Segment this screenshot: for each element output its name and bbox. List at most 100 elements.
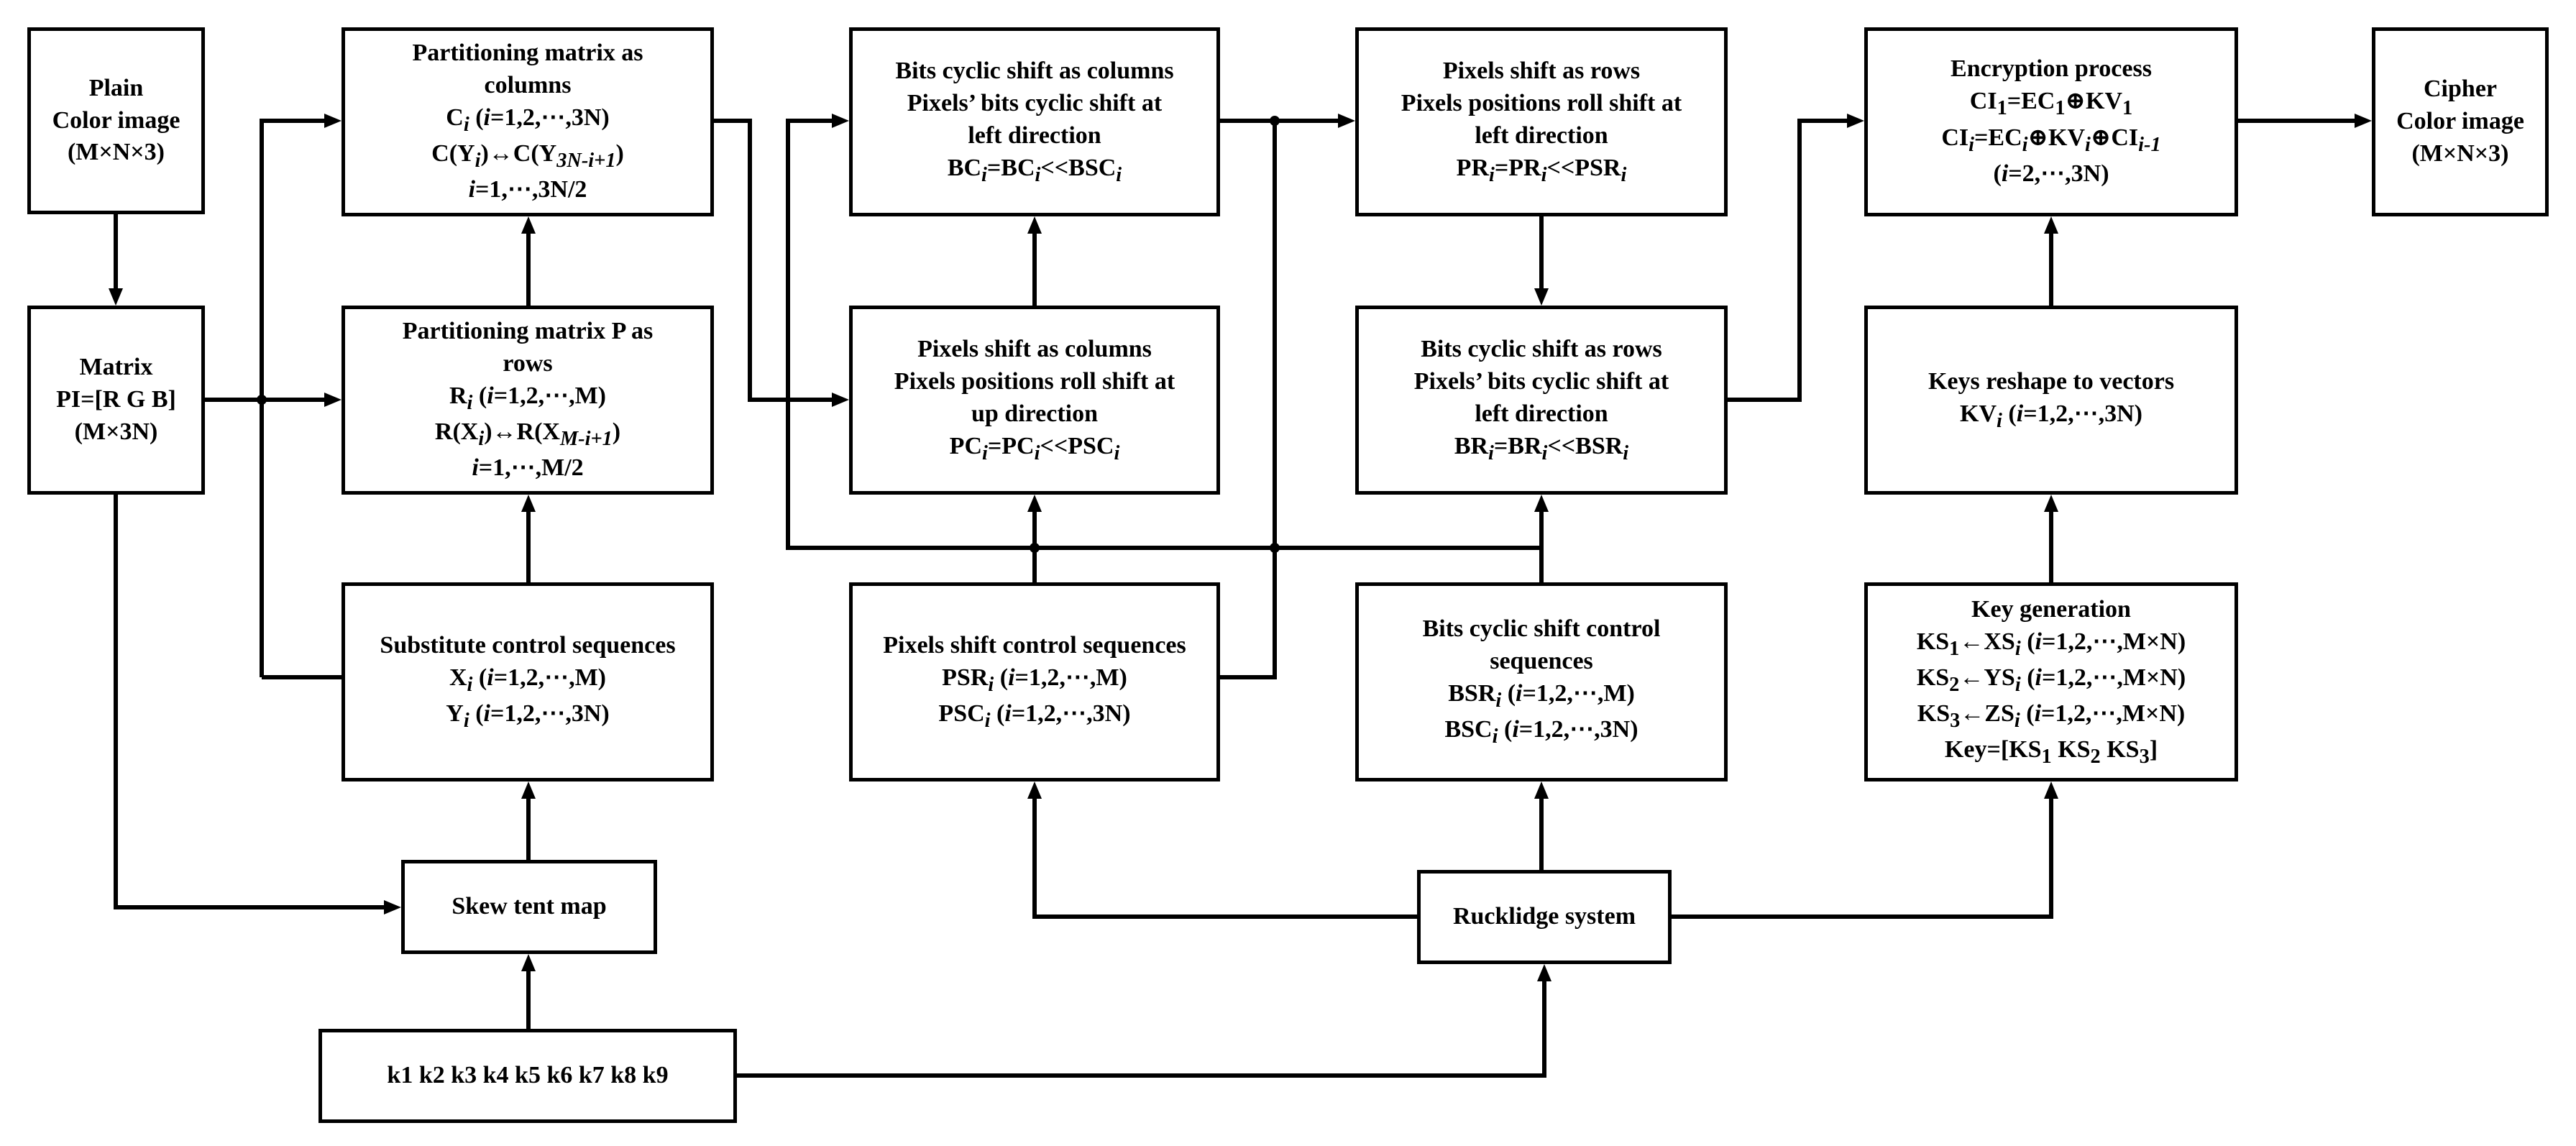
bits-shift-rows-line-4: BRi=BRi<<BSRi — [1454, 432, 1629, 464]
pixels-shift-columns-box: Pixels shift as columns Pixels positions… — [849, 306, 1220, 495]
arrowhead-42 — [2044, 495, 2058, 512]
arrowhead-30 — [832, 114, 849, 128]
partition-rows-line-1: Partitioning matrix P as — [402, 318, 654, 344]
arrowhead-27 — [1338, 114, 1355, 128]
partition-rows-line-4: R(Xi)↔R(XM-i+1) — [434, 418, 621, 450]
arrowhead-40 — [2355, 114, 2372, 128]
pixels-shift-control-line-3: PSCi (i=1,2,⋯,3N) — [938, 700, 1131, 732]
connector-line-9 — [114, 495, 385, 909]
partition-rows-line-3: Ri (i=1,2,⋯,M) — [449, 382, 606, 414]
plain-image-line-2: Color image — [52, 106, 180, 134]
skew-tent-map-label: Skew tent map — [452, 893, 607, 920]
arrowhead-22 — [1027, 216, 1042, 234]
arrowhead-34 — [1534, 288, 1549, 306]
arrowhead-44 — [2044, 216, 2058, 234]
junction-dot-32 — [1270, 543, 1280, 553]
bits-shift-control-line-4: BSCi (i=1,2,⋯,3N) — [1444, 716, 1638, 748]
connector-line-47 — [1032, 798, 1417, 919]
connector-line-45 — [737, 981, 1546, 1078]
junction-dot-31 — [1030, 543, 1040, 553]
connector-line-51 — [1672, 798, 2053, 919]
arrowhead-16 — [521, 495, 536, 512]
junction-dot-8 — [257, 395, 267, 405]
arrowhead-36 — [1534, 495, 1549, 512]
arrowhead-50 — [1534, 781, 1549, 799]
arrowhead-52 — [2044, 781, 2058, 799]
pixels-shift-rows-line-2: Pixels positions roll shift at — [1401, 89, 1682, 116]
plain-image-line-3: (M×N×3) — [67, 139, 165, 166]
encryption-line-2: CI1=EC1⊕KV1 — [1969, 88, 2133, 120]
partition-columns-line-2: columns — [484, 71, 572, 98]
arrowhead-38 — [1847, 114, 1864, 128]
pixels-shift-rows-line-3: left direction — [1475, 122, 1608, 149]
skew-tent-map-box: Skew tent map — [401, 860, 657, 954]
matrix-line-1: Matrix — [79, 354, 153, 381]
arrowhead-2 — [109, 288, 123, 306]
bits-shift-rows-box: Bits cyclic shift as rows Pixels’ bits c… — [1355, 306, 1728, 495]
pixels-shift-columns-line-2: Pixels positions roll shift at — [894, 367, 1175, 395]
matrix-line-2: PI=[R G B] — [56, 386, 176, 413]
connector-line-37 — [1728, 119, 1848, 402]
partition-columns-line-1: Partitioning matrix as — [412, 40, 643, 66]
connector-line-19 — [714, 119, 833, 402]
plain-image-box: Plain Color image (M×N×3) — [27, 27, 205, 214]
keys-label: k1 k2 k3 k4 k5 k6 k7 k8 k9 — [387, 1062, 669, 1089]
plain-image-line-1: Plain — [88, 74, 144, 101]
bits-shift-control-line-1: Bits cyclic shift control — [1422, 615, 1661, 643]
cipher-image-line-3: (M×N×3) — [2411, 139, 2509, 167]
arrowhead-6 — [324, 114, 342, 128]
bits-shift-control-line-2: sequences — [1490, 648, 1593, 675]
pixels-shift-rows-line-4: PRi=PRi<<PSRi — [1456, 154, 1627, 186]
pixels-shift-control-box: Pixels shift control sequences PSRi (i=1… — [849, 582, 1220, 781]
key-generation-line-5: Key=[KS1 KS2 KS3] — [1944, 736, 2158, 768]
arrowhead-24 — [1027, 495, 1042, 512]
encryption-line-3: CIi=ECi⊕KVi⊕CIi-1 — [1941, 124, 2161, 156]
partition-columns-line-3: Ci (i=1,2,⋯,3N) — [446, 104, 610, 136]
bits-shift-columns-line-4: BCi=BCi<<BSCi — [947, 154, 1122, 186]
partition-columns-line-5: i=1,⋯,3N/2 — [468, 176, 587, 203]
bits-shift-control-line-3: BSRi (i=1,2,⋯,M) — [1448, 680, 1635, 712]
rucklidge-system-box: Rucklidge system — [1417, 870, 1672, 964]
cipher-image-line-1: Cipher — [2424, 75, 2497, 103]
arrowhead-20 — [832, 393, 849, 407]
arrowhead-48 — [1027, 781, 1042, 799]
bits-shift-rows-line-2: Pixels’ bits cyclic shift at — [1413, 367, 1669, 395]
junction-dot-28 — [1270, 116, 1280, 126]
cipher-image-line-2: Color image — [2396, 108, 2524, 135]
pixels-shift-control-line-1: Pixels shift control sequences — [883, 631, 1186, 659]
pixels-shift-columns-line-3: up direction — [971, 400, 1098, 427]
substitute-control-line-1: Substitute control sequences — [380, 631, 676, 659]
matrix-line-3: (M×3N) — [74, 418, 158, 445]
encryption-line-4: (i=2,⋯,3N) — [1993, 160, 2109, 187]
connector-line-5 — [260, 119, 325, 677]
matrix-box: Matrix PI=[R G B] (M×3N) — [27, 306, 205, 495]
bits-shift-columns-box: Bits cyclic shift as columns Pixels’ bit… — [849, 27, 1220, 216]
arrowhead-12 — [521, 954, 536, 971]
key-generation-line-1: Key generation — [1971, 595, 2131, 623]
partition-rows-box: Partitioning matrix P as rows Ri (i=1,2,… — [342, 306, 714, 495]
substitute-control-box: Substitute control sequences Xi (i=1,2,⋯… — [342, 582, 714, 781]
encryption-line-1: Encryption process — [1951, 55, 2152, 83]
arrowhead-4 — [324, 393, 342, 407]
bits-shift-columns-line-2: Pixels’ bits cyclic shift at — [907, 89, 1163, 116]
substitute-control-line-3: Yi (i=1,2,⋯,3N) — [446, 700, 610, 732]
partition-columns-line-4: C(Yi)↔C(Y3N-i+1) — [431, 139, 624, 172]
bits-shift-columns-line-3: left direction — [968, 122, 1101, 149]
keys-reshape-line-1: Keys reshape to vectors — [1928, 367, 2175, 395]
bits-shift-rows-line-1: Bits cyclic shift as rows — [1421, 336, 1662, 363]
connector-line-25 — [1220, 121, 1277, 679]
partition-rows-line-2: rows — [503, 349, 553, 377]
key-generation-line-4: KS3←ZSi (i=1,2,⋯,M×N) — [1917, 700, 2186, 732]
partition-columns-box: Partitioning matrix as columns Ci (i=1,2… — [342, 27, 714, 216]
key-generation-line-3: KS2←YSi (i=1,2,⋯,M×N) — [1916, 664, 2186, 696]
bits-shift-rows-line-3: left direction — [1475, 400, 1608, 427]
cipher-image-box: Cipher Color image (M×N×3) — [2372, 27, 2549, 216]
key-generation-box: Key generation KS1←XSi (i=1,2,⋯,M×N) KS2… — [1864, 582, 2238, 781]
keys-reshape-box: Keys reshape to vectors KVi (i=1,2,⋯,3N) — [1864, 306, 2238, 495]
arrowhead-14 — [521, 781, 536, 799]
pixels-shift-rows-line-1: Pixels shift as rows — [1442, 58, 1641, 85]
arrowhead-46 — [1537, 964, 1551, 981]
rucklidge-system-label: Rucklidge system — [1452, 903, 1636, 930]
